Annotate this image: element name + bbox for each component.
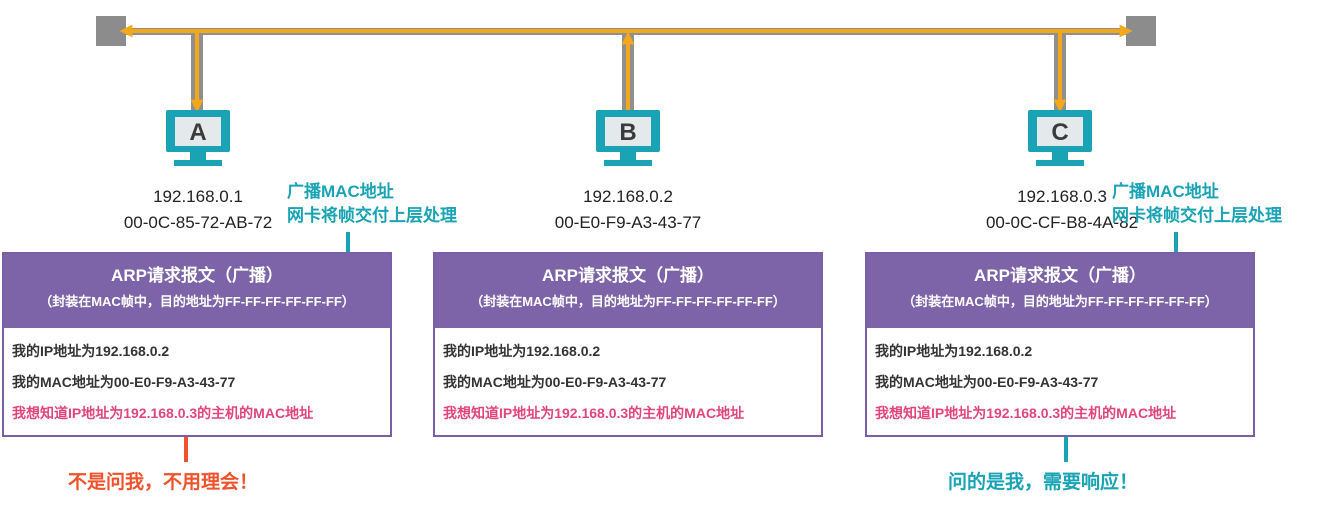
arp-packet-b-title: ARP请求报文（广播） bbox=[542, 266, 714, 285]
host-a-address: 192.168.0.1 00-0C-85-72-AB-72 bbox=[112, 184, 284, 236]
host-b-mac: 00-E0-F9-A3-43-77 bbox=[554, 213, 702, 232]
host-b-ip: 192.168.0.2 bbox=[583, 187, 673, 206]
arp-packet-a-line3: 我想知道IP地址为192.168.0.3的主机的MAC地址 bbox=[12, 405, 314, 421]
computer-icon-c: C bbox=[1028, 110, 1092, 166]
host-b-address: 192.168.0.2 00-E0-F9-A3-43-77 bbox=[542, 184, 714, 236]
verdict-c: 问的是我，需要响应！ bbox=[948, 472, 1139, 493]
arp-packet-c-line3: 我想知道IP地址为192.168.0.3的主机的MAC地址 bbox=[875, 405, 1177, 421]
arp-packet-c-header: ARP请求报文（广播） （封装在MAC帧中，目的地址为FF-FF-FF-FF-F… bbox=[867, 254, 1253, 328]
note-a-line1: 广播MAC地址 bbox=[287, 182, 394, 201]
computer-icon-a: A bbox=[166, 110, 230, 166]
arp-packet-a-line1: 我的IP地址为192.168.0.2 bbox=[12, 343, 170, 359]
arp-packet-b-line1: 我的IP地址为192.168.0.2 bbox=[443, 343, 601, 359]
arp-packet-a-line2: 我的MAC地址为00-E0-F9-A3-43-77 bbox=[12, 374, 236, 390]
host-c-mac: 00-0C-CF-B8-4A-82 bbox=[985, 213, 1139, 232]
note-c: 广播MAC地址 网卡将帧交付上层处理 bbox=[1112, 180, 1282, 228]
arp-packet-b-body: 我的IP地址为192.168.0.2 我的MAC地址为00-E0-F9-A3-4… bbox=[435, 328, 821, 435]
note-c-line2: 网卡将帧交付上层处理 bbox=[1112, 206, 1282, 225]
host-letter-b: B bbox=[619, 119, 636, 146]
note-a-line2: 网卡将帧交付上层处理 bbox=[287, 206, 457, 225]
host-a-mac: 00-0C-85-72-AB-72 bbox=[123, 213, 273, 232]
arp-packet-c: ARP请求报文（广播） （封装在MAC帧中，目的地址为FF-FF-FF-FF-F… bbox=[865, 252, 1255, 437]
arp-packet-b-line2: 我的MAC地址为00-E0-F9-A3-43-77 bbox=[443, 374, 667, 390]
host-letter-a: A bbox=[189, 119, 206, 146]
bus-terminator-left bbox=[96, 16, 126, 46]
arp-packet-a-subtitle: （封装在MAC帧中，目的地址为FF-FF-FF-FF-FF-FF） bbox=[39, 294, 355, 309]
arp-packet-a-title: ARP请求报文（广播） bbox=[111, 266, 283, 285]
arp-packet-c-line1: 我的IP地址为192.168.0.2 bbox=[875, 343, 1033, 359]
host-a-ip: 192.168.0.1 bbox=[153, 187, 243, 206]
host-c-address: 192.168.0.3 00-0C-CF-B8-4A-82 bbox=[976, 184, 1148, 236]
note-c-line1: 广播MAC地址 bbox=[1112, 182, 1219, 201]
bus-terminator-right bbox=[1126, 16, 1156, 46]
arp-packet-c-body: 我的IP地址为192.168.0.2 我的MAC地址为00-E0-F9-A3-4… bbox=[867, 328, 1253, 435]
arp-packet-b-subtitle: （封装在MAC帧中，目的地址为FF-FF-FF-FF-FF-FF） bbox=[470, 294, 786, 309]
verdict-a: 不是问我，不用理会！ bbox=[68, 472, 259, 493]
arp-packet-c-title: ARP请求报文（广播） bbox=[974, 266, 1146, 285]
host-letter-c: C bbox=[1051, 119, 1068, 146]
note-a: 广播MAC地址 网卡将帧交付上层处理 bbox=[287, 180, 457, 228]
arp-packet-a: ARP请求报文（广播） （封装在MAC帧中，目的地址为FF-FF-FF-FF-F… bbox=[2, 252, 392, 437]
host-c-ip: 192.168.0.3 bbox=[1017, 187, 1107, 206]
arp-packet-a-header: ARP请求报文（广播） （封装在MAC帧中，目的地址为FF-FF-FF-FF-F… bbox=[4, 254, 390, 328]
arp-packet-b-header: ARP请求报文（广播） （封装在MAC帧中，目的地址为FF-FF-FF-FF-F… bbox=[435, 254, 821, 328]
arp-packet-b: ARP请求报文（广播） （封装在MAC帧中，目的地址为FF-FF-FF-FF-F… bbox=[433, 252, 823, 437]
computer-icon-b: B bbox=[596, 110, 660, 166]
arp-packet-a-body: 我的IP地址为192.168.0.2 我的MAC地址为00-E0-F9-A3-4… bbox=[4, 328, 390, 435]
arp-packet-c-line2: 我的MAC地址为00-E0-F9-A3-43-77 bbox=[875, 374, 1099, 390]
arp-packet-c-subtitle: （封装在MAC帧中，目的地址为FF-FF-FF-FF-FF-FF） bbox=[902, 294, 1218, 309]
arp-packet-b-line3: 我想知道IP地址为192.168.0.3的主机的MAC地址 bbox=[443, 405, 745, 421]
